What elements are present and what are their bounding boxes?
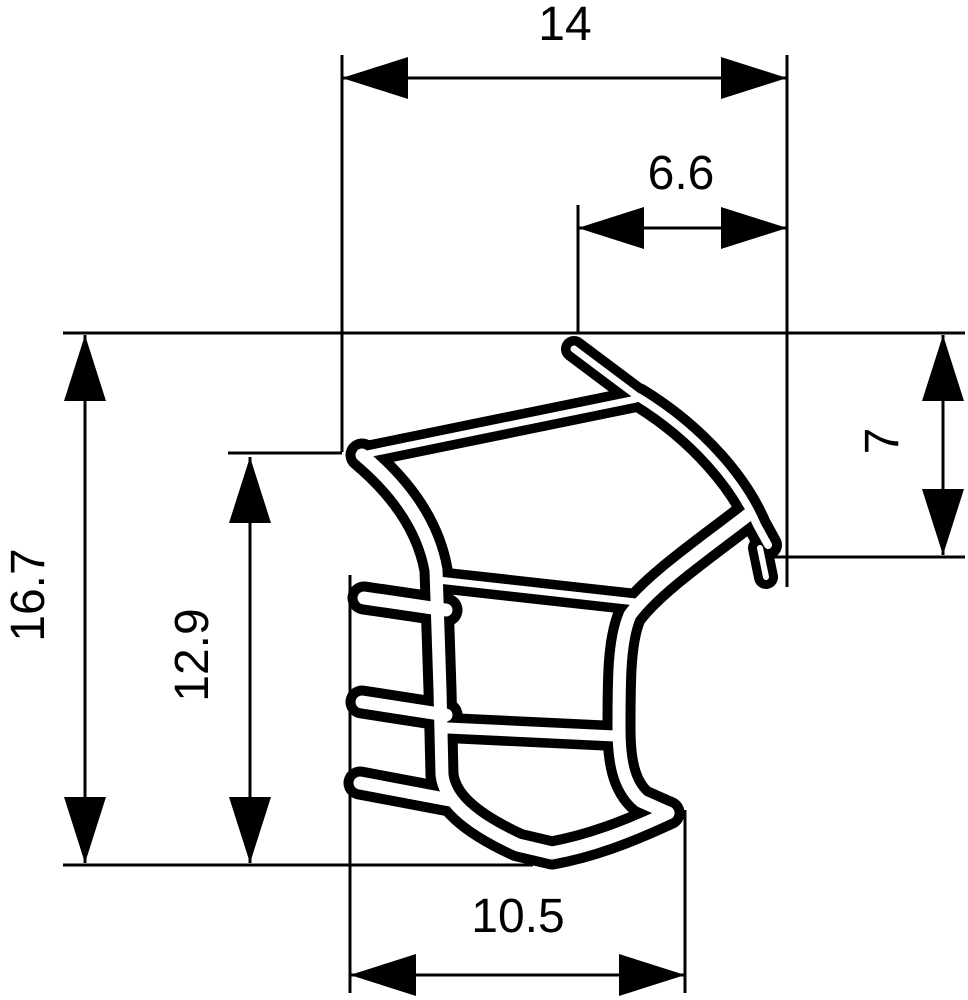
arrow-left-icon xyxy=(350,954,416,996)
dimension-arrowheads xyxy=(64,57,964,996)
label-top-lip-offset: 6.6 xyxy=(648,147,715,200)
arrow-right-icon xyxy=(721,57,787,99)
arrow-down-icon xyxy=(922,489,964,555)
label-right-contact-height: 7 xyxy=(856,428,909,455)
arrow-down-icon xyxy=(64,797,106,863)
dimension-labels: 14 6.6 7 16.7 12.9 10.5 xyxy=(2,0,909,943)
arrow-left-icon xyxy=(578,207,644,249)
arrow-up-icon xyxy=(922,335,964,401)
arrow-up-icon xyxy=(64,335,106,401)
label-overall-width: 14 xyxy=(538,0,591,51)
arrow-left-icon xyxy=(342,57,408,99)
arrow-right-icon xyxy=(619,954,685,996)
label-overall-height: 16.7 xyxy=(2,548,55,641)
arrow-right-icon xyxy=(721,207,787,249)
label-left-lip-height: 12.9 xyxy=(166,608,219,701)
arrow-down-icon xyxy=(229,797,271,863)
label-bottom-width: 10.5 xyxy=(471,890,564,943)
arrow-up-icon xyxy=(229,457,271,523)
